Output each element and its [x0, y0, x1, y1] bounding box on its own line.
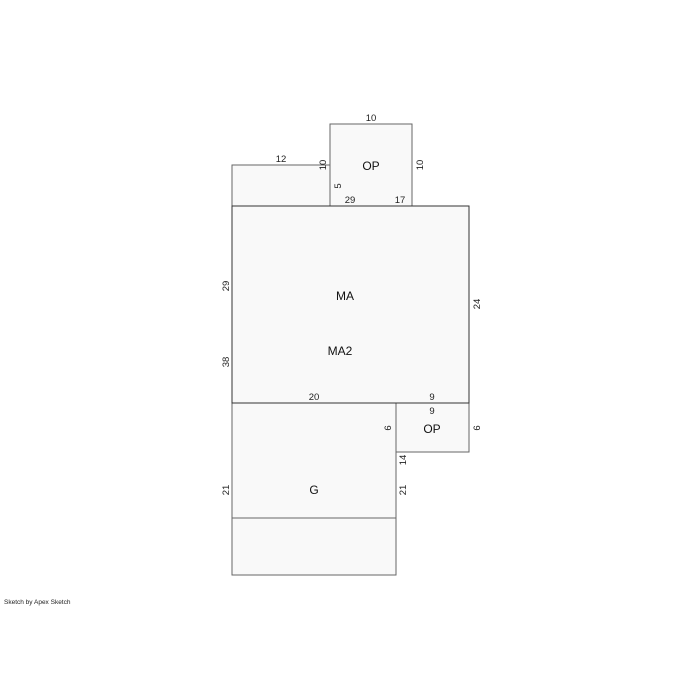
dim-inner-17: 17 — [395, 195, 406, 206]
dim-left-38: 38 — [221, 357, 232, 368]
area-label-ma2: MA2 — [328, 344, 353, 358]
dim-op-top-right: 10 — [415, 160, 426, 171]
dim-op-right-right: 6 — [472, 425, 483, 430]
dim-op-right-top: 9 — [429, 406, 434, 417]
area-main — [231, 205, 470, 404]
area-op-right — [395, 402, 470, 453]
area-top-wing — [231, 164, 331, 207]
dim-inner-29: 29 — [345, 195, 356, 206]
area-garage — [231, 402, 397, 519]
area-label-op-top: OP — [362, 159, 379, 173]
dim-garage-left-21: 21 — [221, 485, 232, 496]
dim-op-top-width: 10 — [366, 113, 377, 124]
dim-op-top-left: 10 — [318, 160, 329, 171]
dim-op-right-left: 6 — [383, 425, 394, 430]
dim-garage-14: 14 — [398, 455, 409, 466]
area-op-top — [329, 123, 413, 207]
dim-bottom-9: 9 — [429, 392, 434, 403]
dim-inner-5: 5 — [333, 183, 344, 188]
area-lower-extension — [231, 517, 397, 576]
area-label-ma: MA — [336, 289, 354, 303]
dim-bottom-20: 20 — [309, 392, 320, 403]
sketch-credit: Sketch by Apex Sketch — [4, 599, 71, 606]
dim-right-24: 24 — [472, 299, 483, 310]
area-label-op-right: OP — [423, 422, 440, 436]
area-label-garage: G — [309, 483, 318, 497]
dim-left-29: 29 — [221, 281, 232, 292]
dim-garage-right-21: 21 — [398, 485, 409, 496]
dim-top-wing-width: 12 — [276, 154, 287, 165]
